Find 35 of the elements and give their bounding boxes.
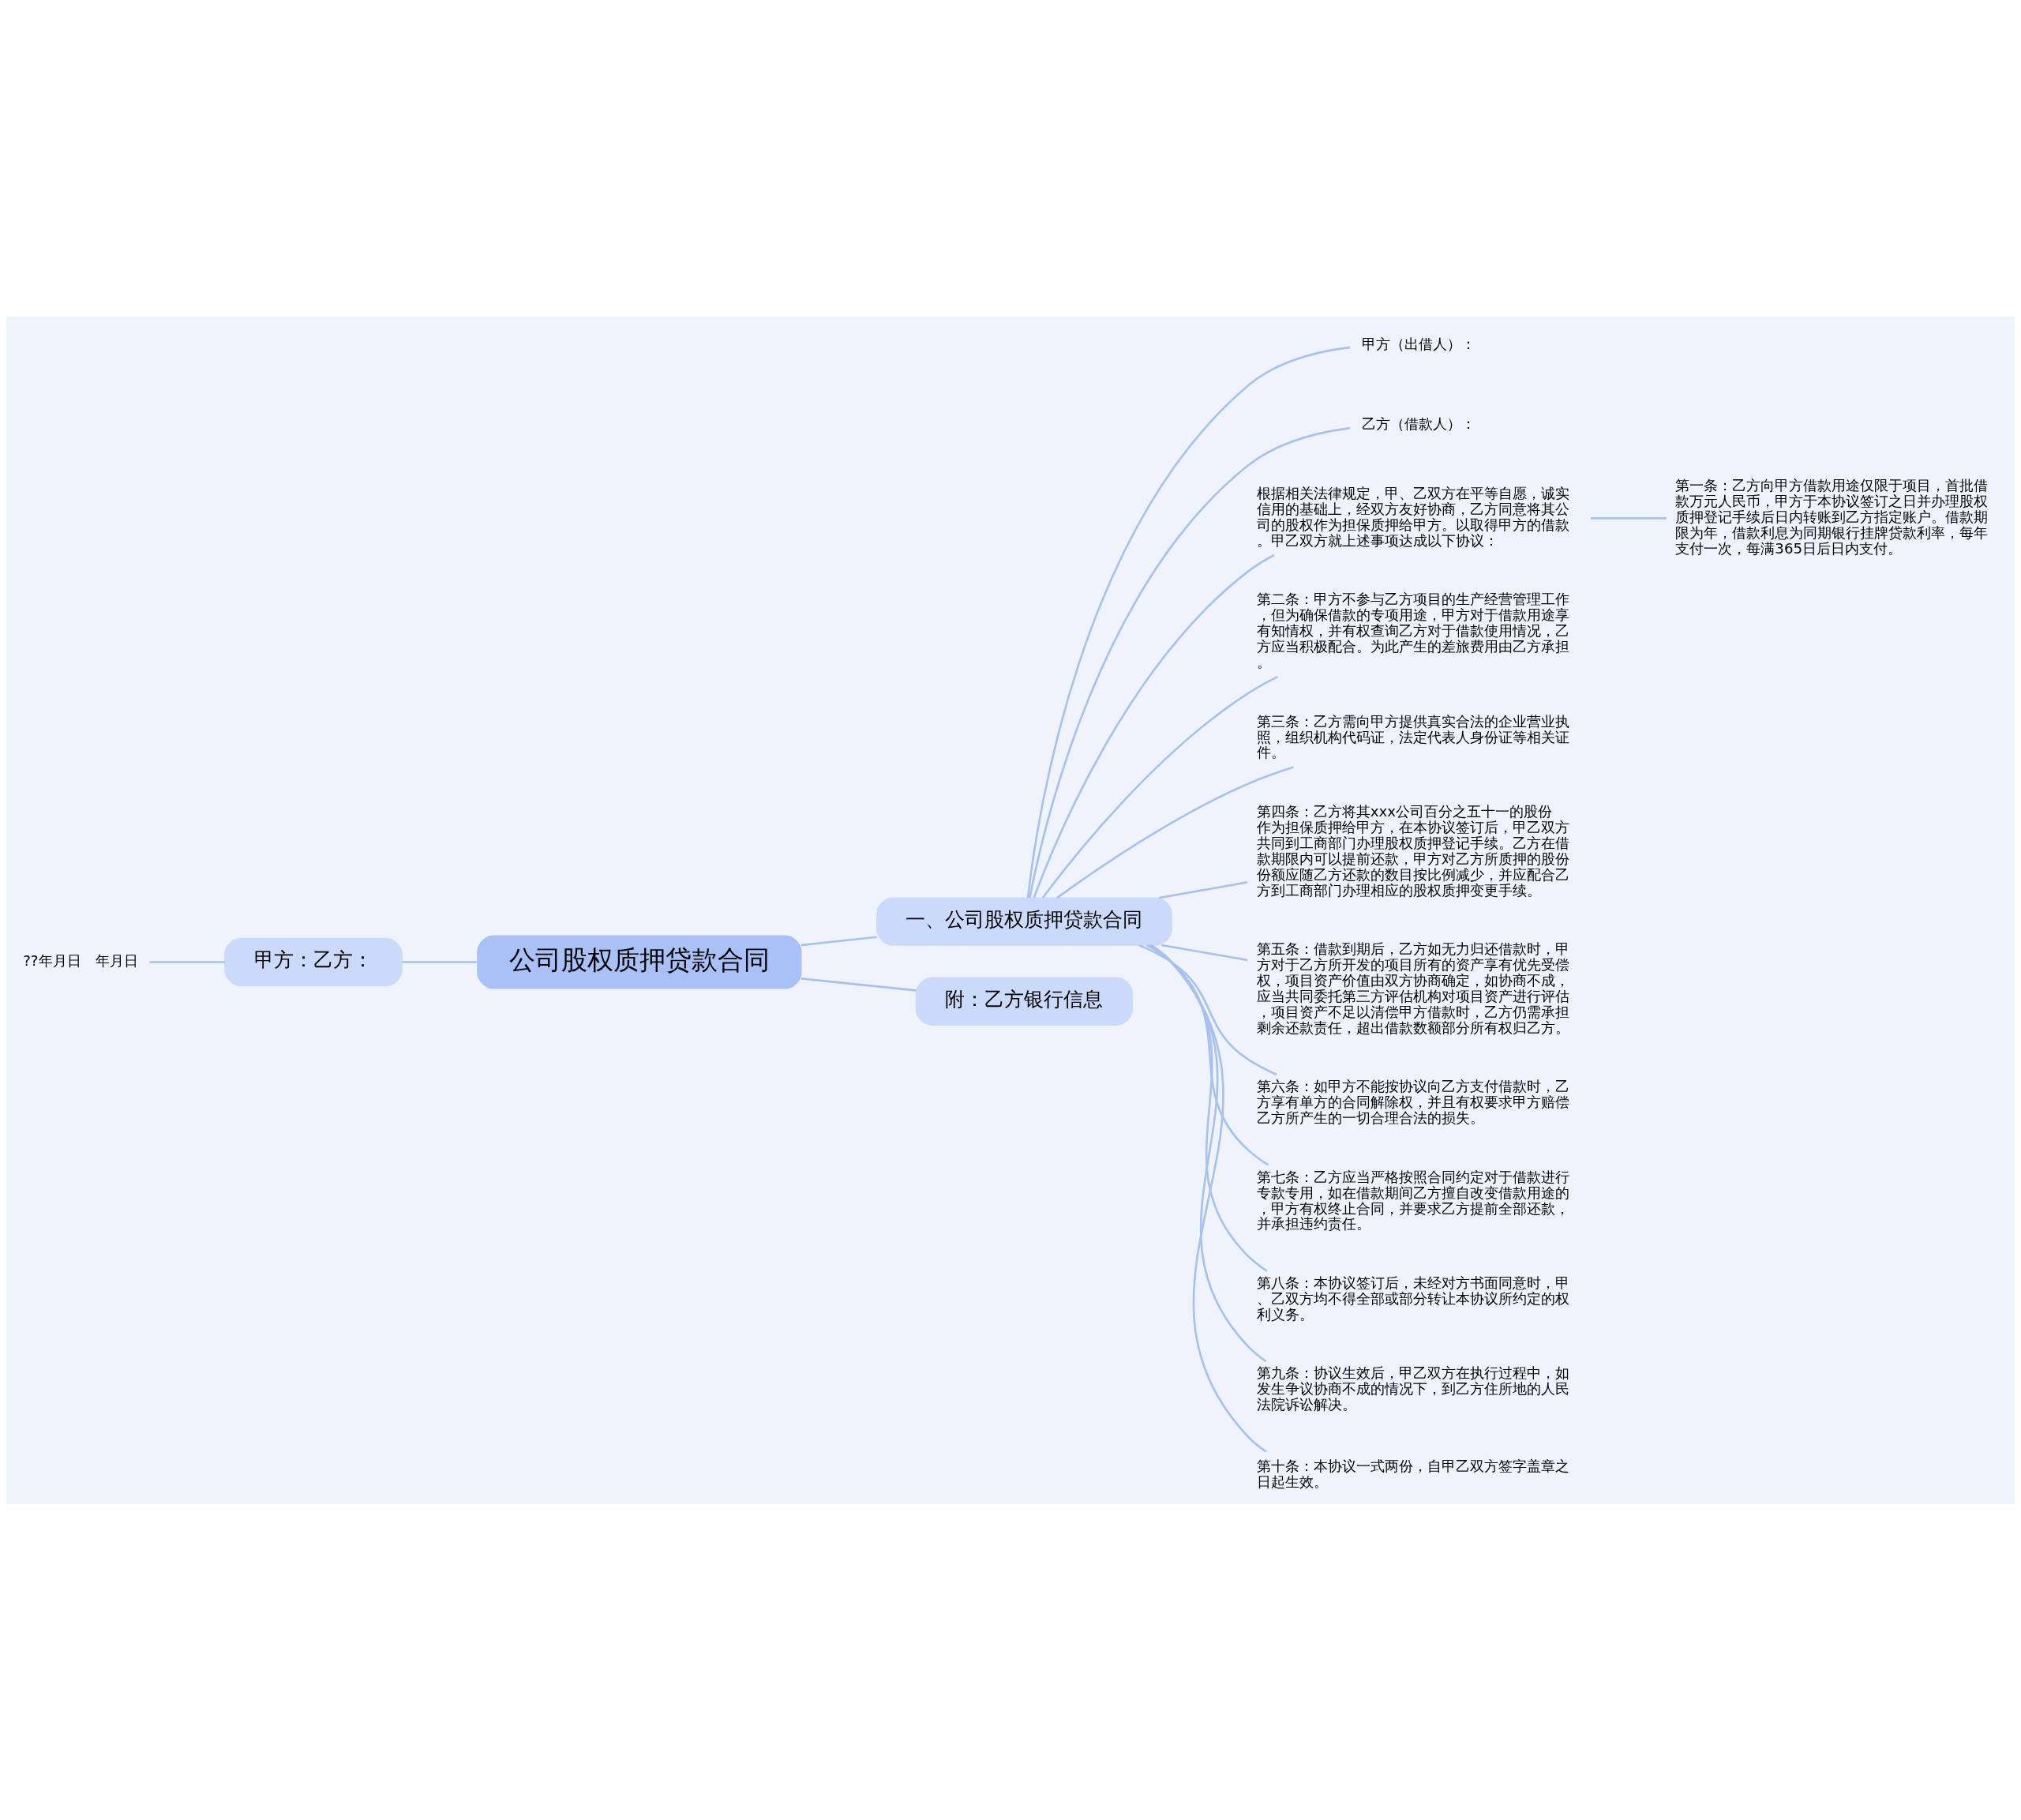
node-text: 根据相关法律规定，甲、乙双方在平等自愿，诚实信用的基础上，经双方友好协商，乙方同意将其公司的股权作为担保质押给甲方。以取得甲方的借款。甲乙双方就上述事项达成以下协议： [1256,484,1569,549]
node-box: 一、公司股权质押贷款合同 [876,896,1172,946]
connector [1056,765,1294,899]
connector [1150,944,1267,1453]
connector [1029,426,1351,898]
connector [1149,944,1268,1272]
connector [1149,944,1267,1362]
node-text: 第八条：本协议签订后，未经对方书面同意时，甲、乙双方均不得全部或部分转让本协议所约定的权利义务。 [1256,1274,1569,1323]
connector [401,960,478,963]
node-text: 乙方（借款人）： [1362,415,1476,432]
node-text: 第九条：协议生效后，甲乙双方在执行过程中，如发生争议协商不成的情况下，到乙方住所地的人民法院诉讼解决。 [1256,1364,1569,1413]
connector [1138,944,1277,1075]
connector [1026,346,1351,898]
connector [1041,675,1278,899]
connector [801,935,877,946]
node-box: 公司股权质押贷款合同 [477,935,802,989]
connector [1033,554,1275,898]
node-text: 第四条：乙方将其xxx公司百分之五十一的股份作为担保质押给甲方，在本协议签订后，甲乙双方共同到工商部门办理股权质押登记手续。乙方在借款期限内可以提前还款，甲方对乙方所质押的股份份额应随乙方还款的数目按比例减少，并应配合乙方到工商部门办理相应的股权质押变更手续。 [1256,802,1569,899]
node-box: 附：乙方银行信息 [915,977,1134,1026]
node-text: ??年月日 年月日 [23,951,138,969]
connector [1591,516,1667,520]
node-text: 第六条：如甲方不能按协议向乙方支付借款时，乙方享有单方的合同解除权，并且有权要求甲方赔偿乙方所产生的一切合理合法的损失。 [1256,1077,1569,1126]
node-text: 第二条：甲方不参与乙方项目的生产经营管理工作，但为确保借款的专项用途，甲方对于借款用途享有知情权，并有权查询乙方对于借款使用情况，乙方应当积极配合。为此产生的差旅费用由乙方承担。 [1256,590,1569,670]
node-text: 第一条：乙方向甲方借款用途仅限于项目，首批借款万元人民币，甲方于本协议签订之日并办理股权质押登记手续后日内转账到乙方指定账户。借款期限为年，借款利息为同期银行挂牌贷款利率，每年支付一次，每满365日后日内支付。 [1675,476,1989,557]
node-text: 第五条：借款到期后，乙方如无力归还借款时，甲方对于乙方所开发的项目所有的资产享有优先受偿权，项目资产价值由双方协商确定，如协商不成，应当共同委托第三方评估机构对项目资产进行评估，项目资产不足以清偿甲方借款时，乙方仍需承担剩余还款责任，超出借款数额部分所有权归乙方。 [1256,940,1569,1036]
node-box: 甲方：乙方： [224,937,403,986]
node-text: 第十条：本协议一式两份，自甲乙双方签字盖章之日起生效。 [1256,1457,1569,1490]
connector [149,960,226,963]
node-text: 第三条：乙方需向甲方提供真实合法的企业营业执照，组织机构代码证，法定代表人身份证等相关证件。 [1256,712,1569,760]
node-text: 甲方（出借人）： [1362,335,1476,352]
connector [801,977,917,992]
connector [1161,944,1248,961]
node-text: 第七条：乙方应当严格按照合同约定对于借款进行专款专用，如在借款期间乙方擅自改变借款用途的，甲方有权终止合同，并要求乙方提前全部还款，并承担违约责任。 [1256,1168,1569,1232]
connector [1158,880,1248,899]
connector [1145,944,1269,1166]
